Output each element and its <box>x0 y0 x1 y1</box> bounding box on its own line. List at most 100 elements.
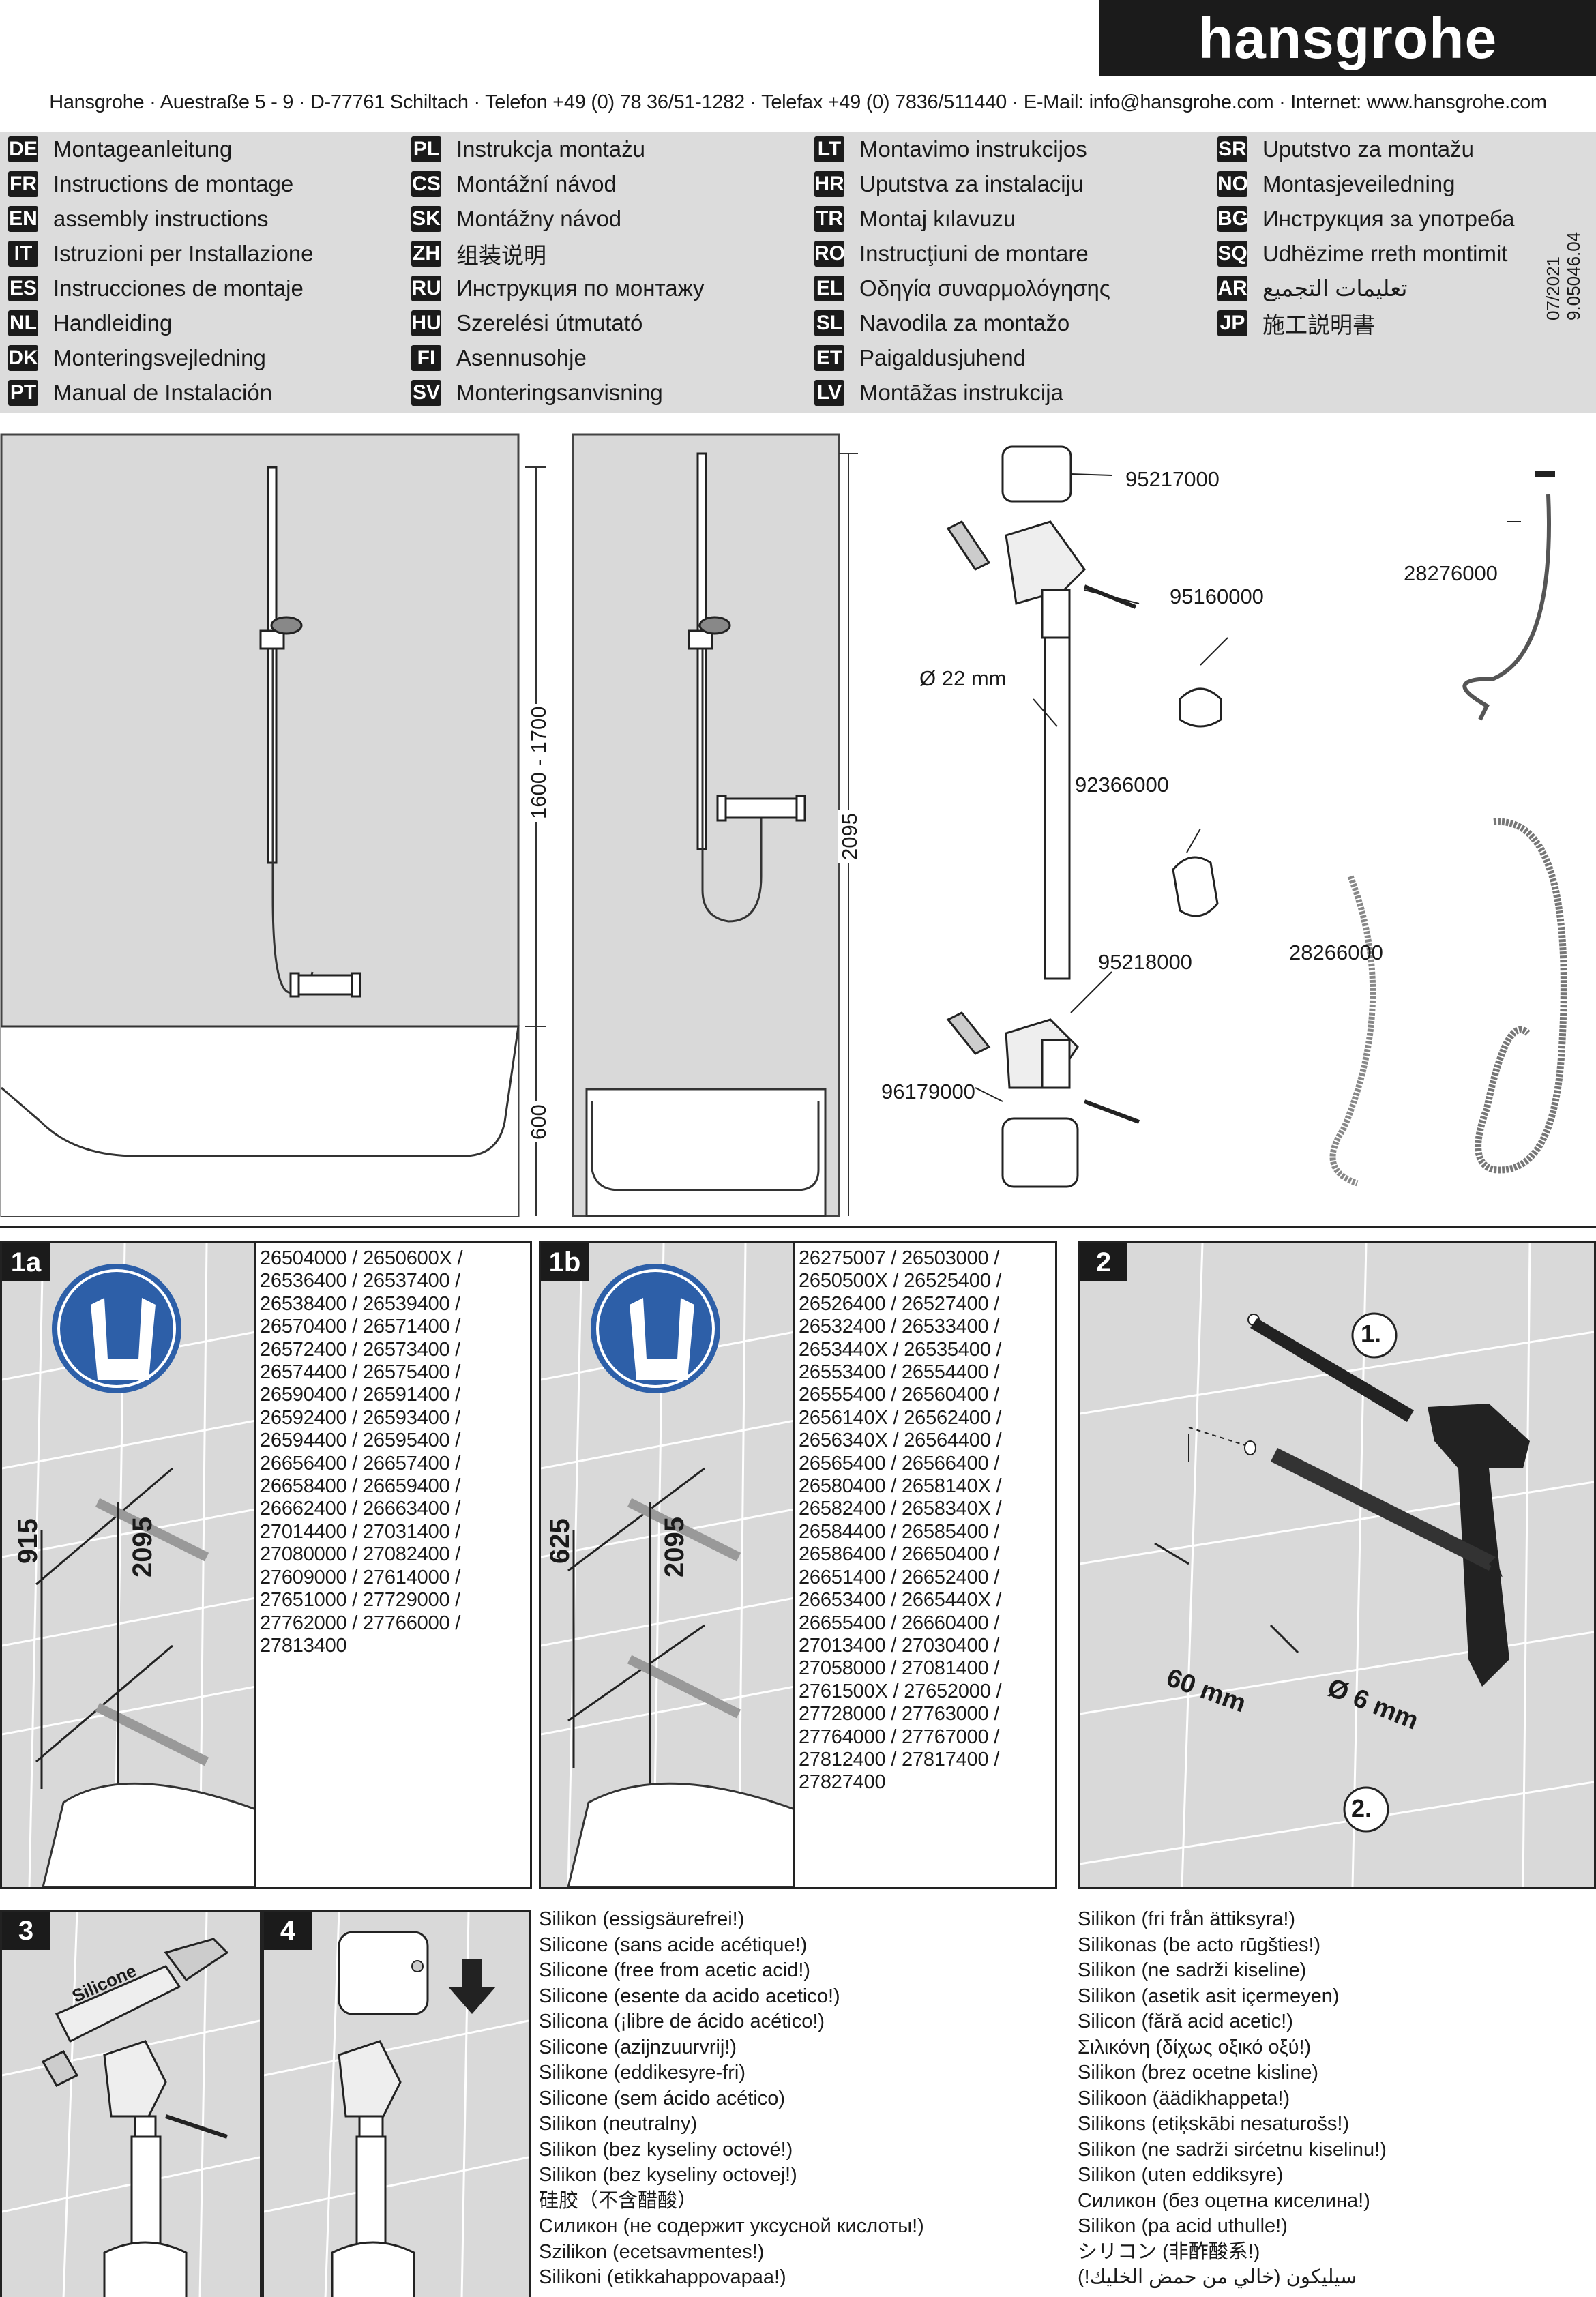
language-code: CS <box>411 171 441 197</box>
model-number: 26655400 / 26660400 / <box>799 1612 1000 1634</box>
language-code: BG <box>1217 205 1248 232</box>
language-label: Montážny návod <box>456 205 622 231</box>
step-1b-tag: 1b <box>541 1243 589 1281</box>
model-number: 27813400 <box>260 1634 347 1657</box>
part-hose-long: 28266000 <box>1289 940 1383 964</box>
model-number: 26565400 / 26566400 / <box>799 1452 1000 1474</box>
step-4-drawing <box>264 1912 529 2297</box>
model-number: 27013400 / 27030400 / <box>799 1634 1000 1657</box>
language-row: SR Uputstvo za montažu <box>1217 132 1514 166</box>
step-2-panel: 2 1. 2. 60 mm Ø 6 mm <box>1078 1241 1596 1889</box>
language-label: Uputstva za instalaciju <box>859 171 1084 196</box>
language-code: EL <box>814 275 844 301</box>
language-label: assembly instructions <box>53 205 269 231</box>
language-code: JP <box>1217 310 1247 336</box>
silicone-note: Silikone (eddikesyre-fri) <box>539 2062 745 2084</box>
silicone-note: Silikon (uten eddiksyre) <box>1078 2164 1284 2186</box>
language-label: Montasjeveiledning <box>1262 171 1455 196</box>
model-number: 26532400 / 26533400 / <box>799 1316 1000 1338</box>
language-code: DK <box>8 344 38 371</box>
language-row: DE Montageanleitung <box>8 132 314 166</box>
language-label: Monteringsvejledning <box>53 344 266 370</box>
language-code: LV <box>814 379 844 406</box>
language-code: DE <box>8 136 38 162</box>
rail-diameter: Ø 22 mm <box>919 666 1007 690</box>
step-1b-lower-value: 625 <box>545 1518 575 1564</box>
silicone-notice-right: Silikon (fri från ättiksyra!) Silikonas … <box>1078 1907 1387 2291</box>
model-number: 27651000 / 27729000 / <box>260 1589 461 1612</box>
language-column-3: LT Montavimo instrukcijos HR Uputstva za i… <box>814 132 1110 410</box>
part-holder-bottom: 95218000 <box>1098 950 1192 974</box>
model-number: 26653400 / 2665440X / <box>799 1589 1002 1612</box>
language-code: HR <box>814 171 844 197</box>
part-hose-short: 28276000 <box>1404 561 1498 585</box>
shower-drawing <box>572 433 858 1217</box>
document-date: 07/2021 <box>1543 256 1563 321</box>
language-row: LT Montavimo instrukcijos <box>814 132 1110 166</box>
model-number: 26536400 / 26537400 / <box>260 1270 461 1292</box>
silicone-note: Silikon (bez kyseliny octovej!) <box>539 2164 797 2186</box>
silicone-note: Silicone (azijnzuurvrij!) <box>539 2036 737 2058</box>
language-label: Szerelési útmutató <box>456 310 643 336</box>
language-label: Uputstvo za montažu <box>1262 136 1474 162</box>
language-label: Manual de Instalación <box>53 379 273 405</box>
model-number: 26553400 / 26554400 / <box>799 1361 1000 1384</box>
parts-diagram: 95217000 95160000 28276000 Ø 22 mm 92366… <box>880 433 1596 1217</box>
silicone-note: Silikon (ne sadrži kiseline) <box>1078 1959 1307 1981</box>
step-2-tag: 2 <box>1080 1243 1127 1281</box>
language-code: PT <box>8 379 38 406</box>
language-code: SL <box>814 310 844 336</box>
bath-height-value: 1600 - 1700 <box>527 703 551 822</box>
model-number: 27762000 / 27766000 / <box>260 1612 461 1634</box>
model-number: 2656340X / 26564400 / <box>799 1429 1002 1452</box>
step-1a-model-list: 26504000 / 2650600X / 26536400 / 2653740… <box>260 1247 463 1657</box>
language-code: NL <box>8 310 38 336</box>
language-label: Handleiding <box>53 310 173 336</box>
silicone-note: Silikon (essigsäurefrei!) <box>539 1908 745 1930</box>
language-row: SK Montážny návod <box>411 201 705 236</box>
document-id: 07/2021 9.05046.04 <box>1543 232 1584 321</box>
language-label: Montageanleitung <box>53 136 233 162</box>
model-number: 26570400 / 26571400 / <box>260 1316 461 1338</box>
model-number: 26592400 / 26593400 / <box>260 1406 461 1429</box>
language-row: NL Handleiding <box>8 306 314 340</box>
model-number: 26275007 / 26503000 / <box>799 1247 1000 1269</box>
language-label: Montavimo instrukcijos <box>859 136 1087 162</box>
part-holder-top: 95160000 <box>1170 584 1264 608</box>
step-1b-model-list: 26275007 / 26503000 / 2650500X / 2652540… <box>799 1247 1002 1794</box>
language-code: LT <box>814 136 844 162</box>
model-number: 26662400 / 26663400 / <box>260 1498 461 1520</box>
step-1b-divider <box>793 1243 795 1887</box>
model-number: 26590400 / 26591400 / <box>260 1384 461 1406</box>
language-label: تعليمات التجميع <box>1262 276 1408 301</box>
model-number: 26658400 / 26659400 / <box>260 1475 461 1498</box>
language-label: Инструкция по монтажу <box>456 275 705 301</box>
language-row: HR Uputstva za instalaciju <box>814 166 1110 201</box>
silicone-notice-left: Silikon (essigsäurefrei!) Silicone (sans… <box>539 1907 924 2291</box>
language-code: SK <box>411 205 441 232</box>
language-code: PL <box>411 136 441 162</box>
step-1b-drawing <box>541 1243 795 1887</box>
model-number: 26572400 / 26573400 / <box>260 1338 461 1361</box>
language-label: Instrucciones de montaje <box>53 275 304 301</box>
language-label: Montāžas instrukcija <box>859 379 1063 405</box>
step-4-tag: 4 <box>264 1912 312 1950</box>
model-number: 26584400 / 26585400 / <box>799 1520 1000 1543</box>
language-code: SR <box>1217 136 1247 162</box>
language-label: Instrukcja montażu <box>456 136 645 162</box>
language-label: Asennusohje <box>456 344 587 370</box>
step-1a-divider <box>254 1243 256 1887</box>
